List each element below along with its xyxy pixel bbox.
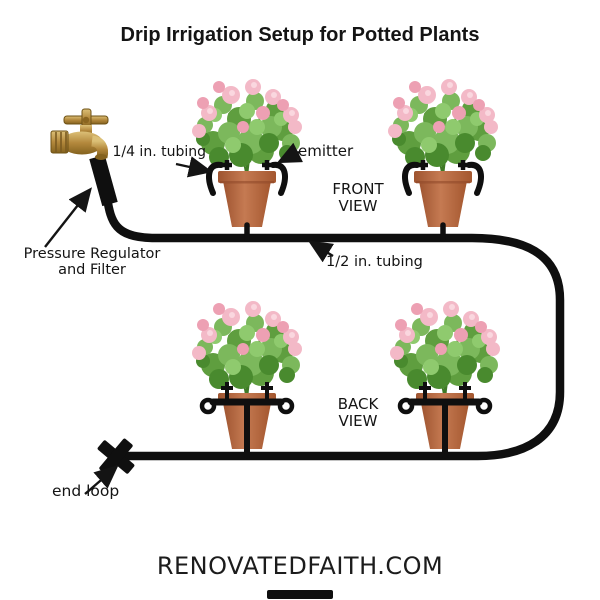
label-front-view: FRONT VIEW (332, 180, 384, 215)
label-half-tubing: 1/2 in. tubing (326, 254, 423, 270)
arrow-half-tubing (307, 240, 335, 263)
faucet-spout-tip (95, 154, 107, 160)
label-end-loop: end loop (52, 482, 120, 500)
faucet-neck (80, 125, 92, 136)
bottom-bar (267, 590, 333, 599)
faucet-handle-icon (63, 108, 109, 129)
arrow-quarter-tubing (175, 156, 213, 178)
label-quarter-tubing: 1/4 in. tubing (112, 144, 206, 160)
label-emitter: emitter (298, 142, 354, 160)
watermark: RENOVATEDFAITH.COM (156, 552, 444, 580)
faucet-coupling (50, 130, 69, 154)
potted-plant-back-left (191, 300, 303, 456)
label-pressure-regulator: Pressure Regulator and Filter (23, 246, 161, 279)
arrow-pressure-regulator (44, 187, 92, 248)
page-title: Drip Irrigation Setup for Potted Plants (120, 24, 480, 46)
arrow-emitter (276, 142, 304, 164)
label-back-view: BACK VIEW (337, 395, 379, 430)
faucet (50, 108, 109, 160)
arrow-end-loop (84, 464, 119, 495)
main-tubing-line (102, 193, 565, 461)
pressure-regulator (89, 154, 118, 207)
potted-plant-front-right (387, 78, 499, 239)
potted-plant-back-right (389, 300, 501, 456)
